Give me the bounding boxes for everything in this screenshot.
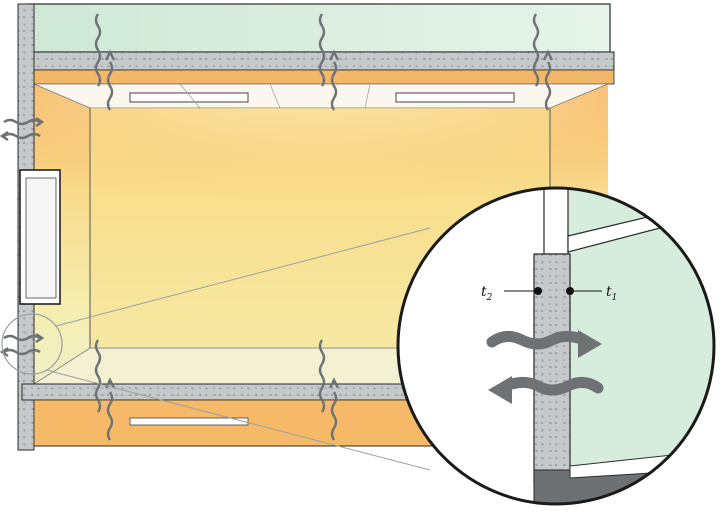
label-t1: t1 xyxy=(606,284,617,303)
wavy-double-arrow-icon xyxy=(94,13,116,111)
wavy-double-arrow-icon xyxy=(532,13,554,111)
wavy-double-arrow-icon xyxy=(94,339,116,441)
wavy-arrow-icon xyxy=(486,330,602,358)
ceiling-light-right xyxy=(395,92,515,103)
measurement-point-t2 xyxy=(534,287,542,295)
measurement-point-t1 xyxy=(566,287,574,295)
wavy-arrow-icon xyxy=(488,376,604,404)
magnifier-source xyxy=(1,227,431,471)
exterior-wall-left xyxy=(17,3,61,451)
magnified-wall-detail: t2 t1 xyxy=(396,186,716,506)
ceiling-light-left xyxy=(129,92,249,103)
label-t2: t2 xyxy=(481,284,493,303)
wavy-double-arrow-icon xyxy=(318,339,340,441)
wavy-arrow-icon xyxy=(0,117,45,141)
heat-flow-arrows-vertical xyxy=(94,13,554,441)
wavy-arrow-icon xyxy=(0,333,45,357)
heat-flow-arrows-horizontal xyxy=(0,117,45,357)
wavy-double-arrow-icon xyxy=(318,13,340,111)
